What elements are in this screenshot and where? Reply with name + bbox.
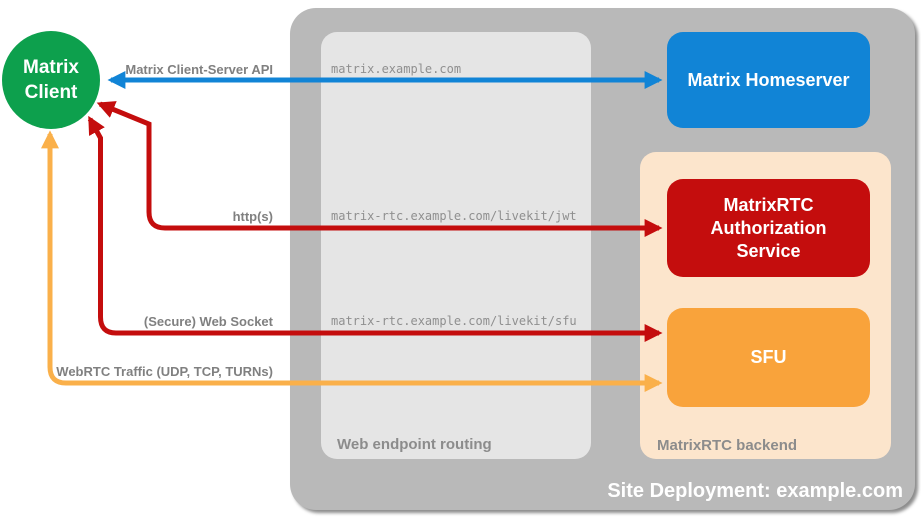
matrix-homeserver-node: Matrix Homeserver xyxy=(667,32,870,128)
matrix-client-label-line1: Matrix xyxy=(23,57,79,78)
matrix-client-label-line2: Client xyxy=(24,82,78,103)
endpoint-matrix-domain: matrix.example.com xyxy=(331,62,462,76)
webrtc-arrow-label: WebRTC Traffic (UDP, TCP, TURNs) xyxy=(56,364,273,379)
matrixrtc-auth-service-node: MatrixRTC Authorization Service xyxy=(667,179,870,277)
endpoint-livekit-jwt: matrix-rtc.example.com/livekit/jwt xyxy=(331,209,577,223)
matrixrtc-backend-label: MatrixRTC backend xyxy=(657,437,798,454)
sfu-node: SFU xyxy=(667,308,870,407)
web-endpoint-routing-label: Web endpoint routing xyxy=(337,436,492,453)
websocket-arrow-label: (Secure) Web Socket xyxy=(143,314,273,329)
matrix-client-node: Matrix Client xyxy=(2,31,100,129)
matrixrtc-auth-service-label: MatrixRTC Authorization Service xyxy=(710,194,827,261)
https-arrow-label: http(s) xyxy=(232,209,273,224)
sfu-label: SFU xyxy=(750,347,787,367)
endpoint-livekit-sfu: matrix-rtc.example.com/livekit/sfu xyxy=(331,314,577,328)
web-endpoint-routing-container xyxy=(321,32,591,459)
client-server-api-arrow-label: Matrix Client-Server API xyxy=(125,62,273,77)
matrix-homeserver-label: Matrix Homeserver xyxy=(687,69,850,90)
site-deployment-label: Site Deployment: example.com xyxy=(607,480,903,502)
